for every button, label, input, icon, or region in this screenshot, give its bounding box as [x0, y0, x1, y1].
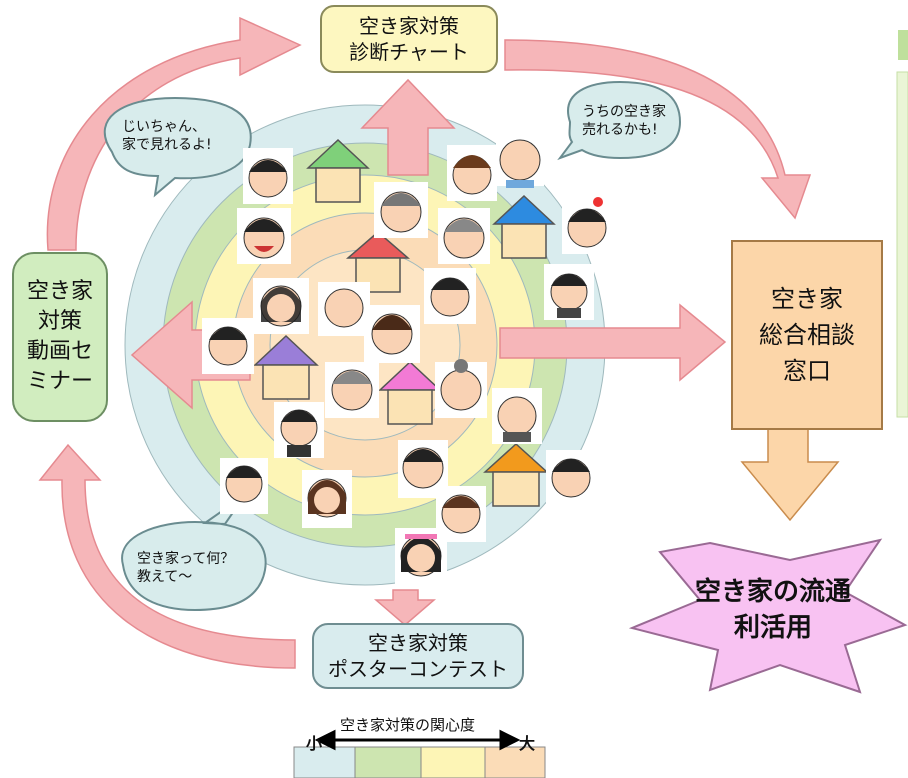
face-person-23 [395, 528, 447, 586]
house-orange [483, 442, 549, 507]
house-purple [253, 334, 319, 400]
node-consultation-desk[interactable]: 空き家 総合相談 窓口 [731, 240, 883, 430]
face-person-21 [302, 470, 352, 528]
bubble-bottom-left-text: 空き家って何？ 教えて〜 [137, 551, 235, 585]
bubble-top-left-shape [103, 96, 252, 198]
face-person-8 [544, 264, 594, 320]
house-pink [378, 360, 442, 425]
legend-title: 空き家対策の関心度 [340, 716, 476, 734]
side-panel [896, 71, 908, 418]
face-person-16 [492, 388, 542, 444]
face-person-10 [318, 282, 370, 336]
face-person-7 [562, 197, 612, 254]
face-person-2 [237, 208, 291, 264]
node-poster-contest[interactable]: 空き家対策 ポスターコンテスト [312, 623, 524, 689]
bubble-top-right-shape [557, 80, 682, 161]
side-panel-top [898, 30, 908, 60]
face-person-5 [374, 182, 428, 238]
arrow-right-node-down [740, 427, 840, 522]
face-person-1 [243, 148, 293, 204]
node-diagnostic-chart[interactable]: 空き家対策 診断チャート [320, 5, 498, 73]
curve-arrow-bottom-to-left [38, 443, 296, 669]
legend-double-arrow [314, 729, 521, 751]
arrow-right [499, 303, 727, 382]
arrow-up [360, 78, 456, 176]
curve-arrow-top-to-right [504, 39, 812, 220]
bubble-top-right-text: うちの空き家 売れるかも! [582, 104, 666, 138]
face-person-4 [496, 130, 544, 188]
outcome-label: 空き家の流通 利活用 [694, 577, 851, 643]
face-person-3 [447, 145, 497, 201]
face-person-22 [436, 486, 486, 542]
outcome-starburst [628, 538, 908, 694]
face-person-15 [435, 359, 487, 418]
house-green [306, 138, 370, 203]
people-faces [202, 130, 612, 586]
legend-low-label: 小 [306, 734, 323, 753]
face-person-11 [253, 278, 309, 334]
face-person-19 [546, 450, 596, 506]
bubble-top-left-text: じいちゃん、 家で見れるよ! [122, 119, 212, 153]
face-person-20 [220, 458, 268, 514]
node-video-seminar[interactable]: 空き家 対策 動画セ ミナー [12, 252, 108, 422]
face-person-13 [202, 318, 254, 374]
legend-high-label: 大 [519, 734, 536, 753]
arrow-down [373, 589, 437, 626]
arrow-left [130, 300, 251, 410]
house-blue [492, 194, 556, 259]
face-person-9 [424, 268, 476, 324]
legend-bar [293, 746, 546, 778]
face-person-6 [438, 208, 490, 264]
curve-arrow-left-to-top [46, 16, 302, 251]
face-person-17 [274, 402, 324, 458]
face-person-12 [364, 305, 420, 363]
face-person-14 [325, 362, 379, 418]
